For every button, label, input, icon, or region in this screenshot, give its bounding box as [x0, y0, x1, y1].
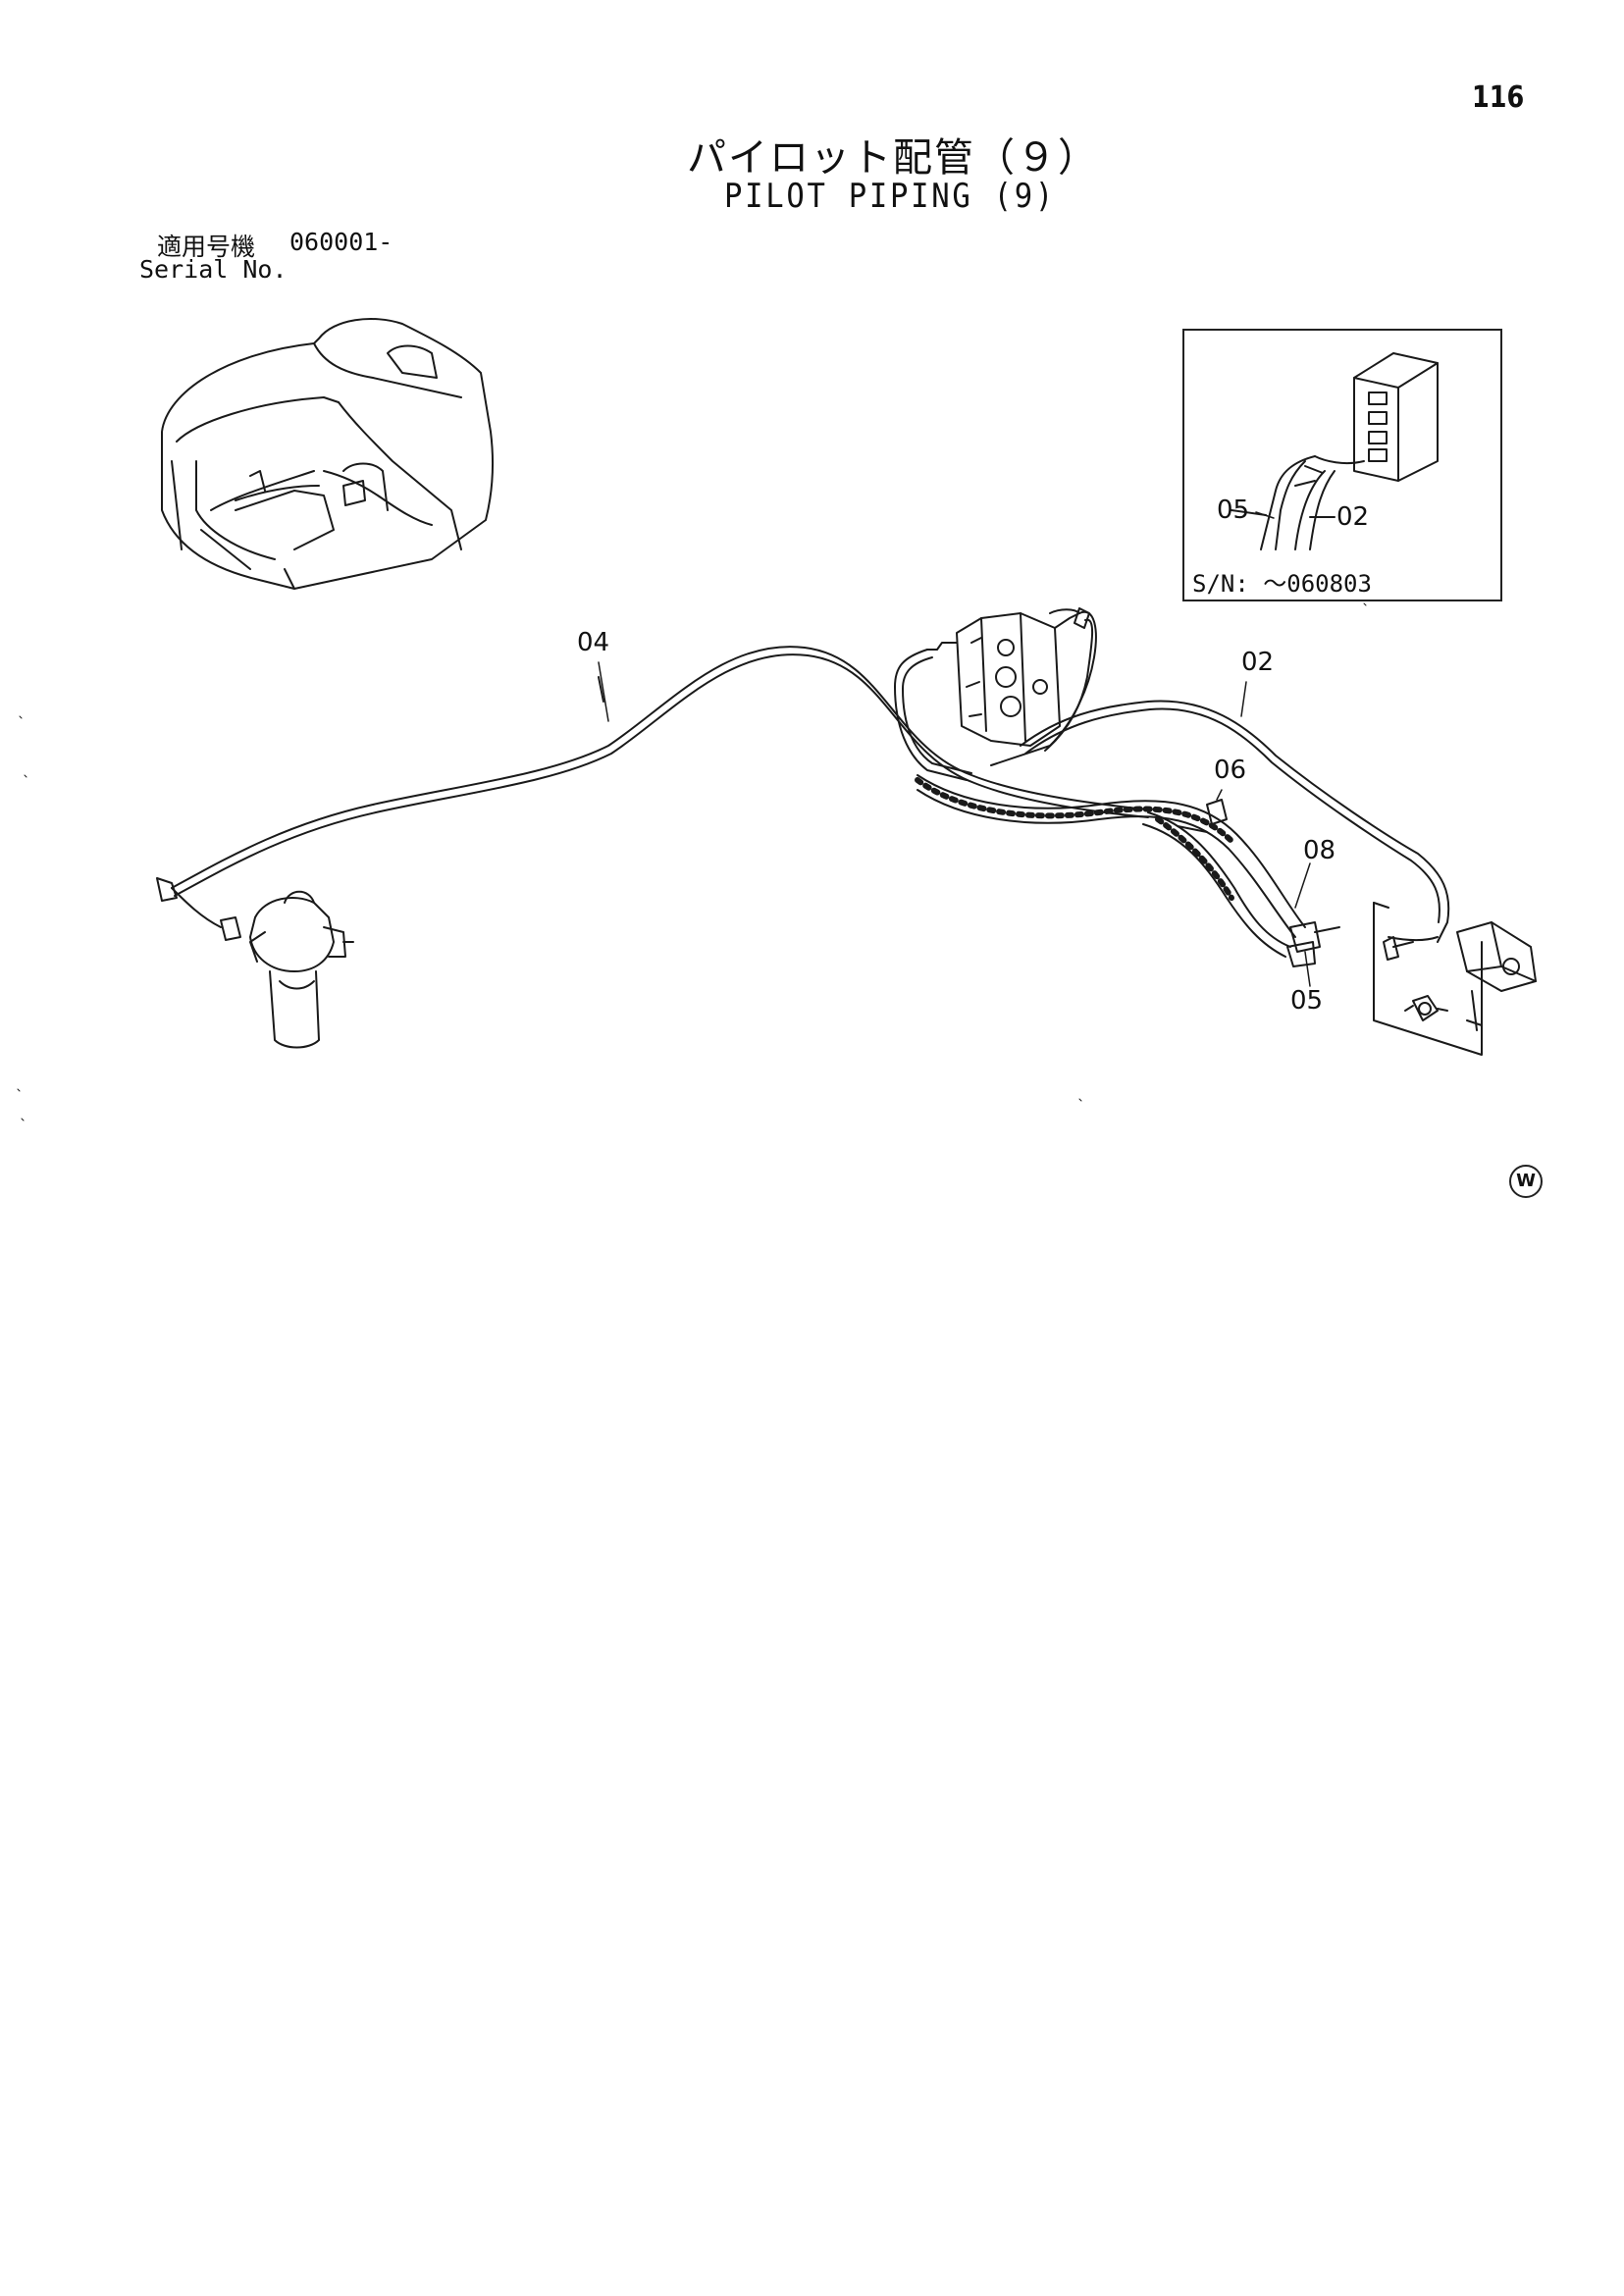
- callout-06: 06: [1214, 756, 1247, 785]
- pipe-04: [171, 646, 1149, 897]
- hose-bundle: [915, 774, 1340, 967]
- title-english: PILOT PIPING (9): [724, 177, 1056, 216]
- right-component: [1373, 902, 1537, 1056]
- callout-08: 08: [1303, 836, 1336, 865]
- title-japanese: パイロット配管（９）: [687, 135, 1099, 181]
- callout-02: 02: [1241, 648, 1275, 677]
- cab-illustration: [161, 318, 495, 590]
- serial-value: 060001-: [289, 228, 393, 256]
- inset-box: [1182, 329, 1502, 601]
- page-number: 116: [1472, 80, 1525, 115]
- callout-05: 05: [1290, 986, 1324, 1016]
- inset-detail: [1231, 352, 1439, 550]
- callout-04: 04: [577, 628, 610, 657]
- clamp-06: [1177, 799, 1228, 833]
- serial-label-english: Serial No.: [139, 255, 288, 284]
- inset-callout-02: 02: [1336, 502, 1370, 532]
- control-valve: [894, 607, 1097, 781]
- inset-serial-note: S/N: ～060803: [1192, 570, 1372, 598]
- serial-label-japanese: 適用号機: [157, 233, 256, 261]
- filter-assembly: [156, 877, 354, 1049]
- scan-specks: [17, 602, 1367, 1122]
- w-circle-mark: W: [1509, 1165, 1543, 1198]
- inset-callout-05: 05: [1217, 496, 1250, 525]
- leader-lines: [598, 511, 1311, 987]
